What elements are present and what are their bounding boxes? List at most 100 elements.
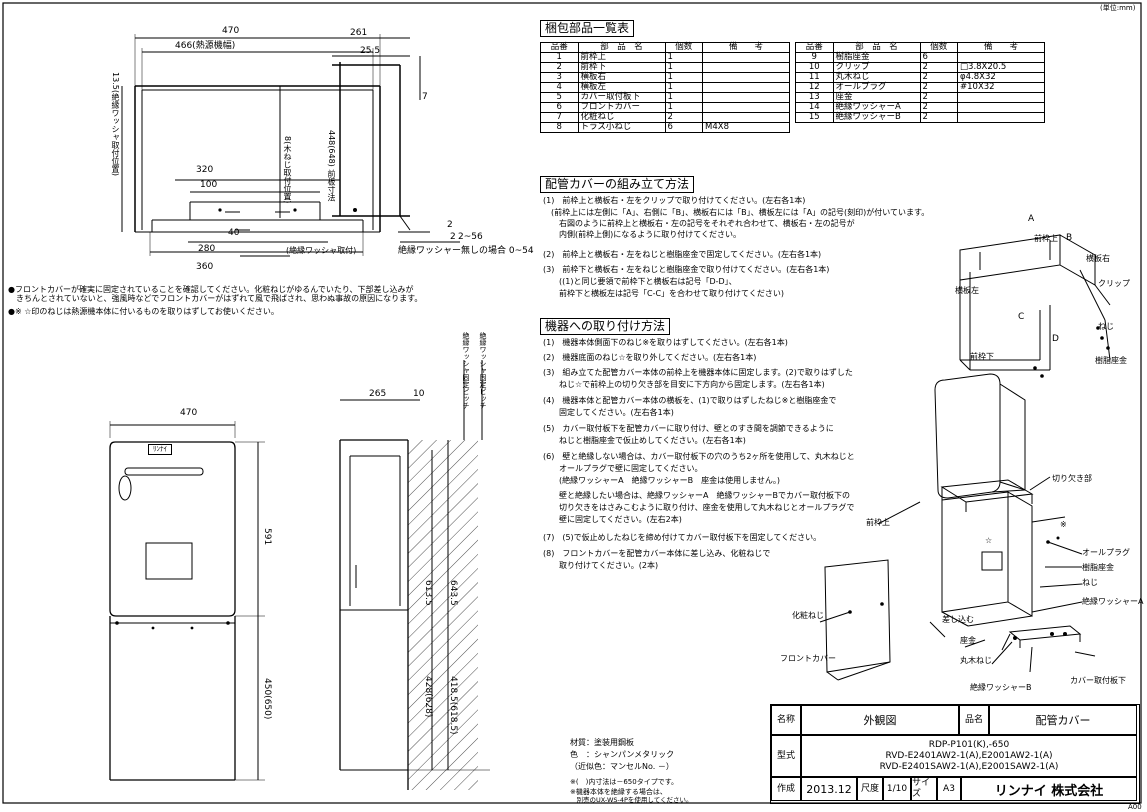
- install-diagram: [819, 373, 1096, 681]
- unit-note: (単位:mm): [1100, 4, 1136, 12]
- title-block: 名称 外観図 品名 配管カバー 型式 RDP-P101(K),-650 RVD-…: [770, 704, 1140, 804]
- side-view-drawing: [339, 360, 490, 790]
- assembly-line-1: (1) 前枠上と横板右・左をクリップで取り付けてください。(左右各1本): [543, 196, 806, 205]
- label-yokoita-hidari: 横板左: [955, 286, 979, 295]
- install-title: 機器への取り付け方法: [540, 318, 671, 335]
- col-qty: 個数: [664, 42, 703, 53]
- dim-2b: 2: [450, 232, 456, 242]
- material-line-6: ※機器本体を絶縁する場合は、: [570, 788, 667, 796]
- label-C: C: [1018, 312, 1025, 322]
- label-cover-plate: カバー取付板下: [1070, 676, 1126, 685]
- brand-badge: ﾘﾝﾅｲ: [148, 444, 172, 455]
- label-front-cover: フロントカバー: [780, 654, 836, 663]
- dim-25-5: 25.5: [360, 46, 381, 56]
- col-note: 備 考: [957, 42, 1045, 53]
- assembly-line-5: (2) 前枠上と横板右・左をねじと樹脂座金で固定してください。(左右各1本): [543, 250, 822, 259]
- col-no: 品番: [795, 42, 834, 53]
- label-sashikomu: 差し込む: [942, 615, 974, 624]
- label-maruki: 丸木ねじ: [960, 656, 992, 665]
- label-neji-inst: ねじ: [1082, 578, 1098, 587]
- label-maewaku-shita: 前枠下: [970, 352, 994, 361]
- install-line-10: オールプラグで壁に固定してください。: [543, 464, 703, 473]
- size-value: A3: [937, 777, 961, 801]
- dim-265: 265: [369, 389, 387, 399]
- front-view-drawing: [109, 421, 265, 781]
- material-line-1: 材質：塗装用鋼板: [570, 738, 634, 747]
- name-value: 外観図: [801, 705, 959, 735]
- material-line-7: 別売のUX-WS-4Pを使用してください。: [570, 796, 693, 804]
- name-label: 名称: [771, 705, 801, 735]
- material-line-5: ※( )内寸法は－650タイプです。: [570, 778, 678, 786]
- dim-320: 320: [196, 165, 214, 175]
- parts-table-title: 梱包部品一覧表: [540, 20, 635, 37]
- install-line-5: (4) 機器本体と配管カバー本体の横板を、(1)で取りはずしたねじ※と樹脂座金で: [543, 396, 837, 405]
- dim-100: 100: [200, 180, 218, 190]
- col-name: 部 品 名: [832, 42, 921, 53]
- install-line-8: ねじと樹脂座金で仮止めしてください。(左右各1本): [543, 436, 746, 445]
- col-no: 品番: [540, 42, 579, 53]
- no-washer-note: 絶縁ワッシャー無しの場合 0~54: [398, 246, 534, 256]
- model-line-3: RVD-E2401SAW2-1(A),E2001SAW2-1(A): [879, 761, 1059, 772]
- dim-448: 448(648) 前板寸法: [327, 130, 336, 202]
- col-qty: 個数: [919, 42, 958, 53]
- note-line-1: ●フロントカバーが確実に固定されていることを確認してください。化粧ねじがゆるんで…: [8, 285, 414, 294]
- label-maewaku-ue-inst: 前枠上: [866, 518, 890, 527]
- install-line-16: (8) フロントカバーを配管カバー本体に差し込み、化粧ねじで: [543, 549, 771, 558]
- label-star: ☆: [985, 536, 993, 545]
- label-washer-b: 絶縁ワッシャーB: [970, 683, 1032, 692]
- dim-2a: 2: [447, 220, 453, 230]
- dim-10: 10: [413, 389, 425, 399]
- label-clip: クリップ: [1098, 279, 1130, 288]
- label-kome: ※: [1060, 520, 1067, 529]
- install-line-9: (6) 壁と絶縁しない場合は、カバー取付板下の穴のうち2ヶ所を使用して、丸木ねじ…: [543, 452, 855, 461]
- label-zagane: 座金: [960, 636, 976, 645]
- dim-261: 261: [350, 28, 368, 38]
- dim-470-top: 470: [222, 26, 240, 36]
- dim-40: 40: [228, 228, 240, 238]
- made-label: 作成: [771, 777, 801, 801]
- dim-591: 591: [262, 528, 272, 546]
- corner-code: A00: [1128, 803, 1142, 811]
- label-allplug: オールプラグ: [1082, 548, 1130, 557]
- label-jushi-asm: 樹脂座金: [1095, 356, 1127, 365]
- model-line-2: RVD-E2401AW2-1(A),E2001AW2-1(A): [885, 750, 1053, 761]
- label-jushi-inst: 樹脂座金: [1082, 563, 1114, 572]
- note-line-2: きちんとされていないと、強風時などでフロントカバーがはずれて風で飛ばされ、思わぬ…: [8, 294, 423, 303]
- company-name: リンナイ 株式会社: [961, 777, 1137, 801]
- label-washer-a: 絶縁ワッシャーA: [1082, 597, 1144, 606]
- material-line-3: （近似色：マンセルNo. －）: [570, 762, 674, 771]
- assembly-diagram: [959, 234, 1111, 378]
- label-A-top: A: [1028, 214, 1035, 224]
- washer-pitch-label-1: 絶縁ワッシャ固定ピッチ: [462, 332, 470, 409]
- assembly-title: 配管カバーの組み立て方法: [540, 176, 695, 193]
- note-line-3: ●※ ☆印のねじは熱源機本体に付いるものを取りはずしてお使いください。: [8, 307, 279, 316]
- dim-2-56: 2~56: [458, 232, 483, 242]
- assembly-line-3: 右図のように前枠上と横板右・左の記号をそれぞれ合わせて、横板右・左の記号が: [543, 219, 855, 228]
- install-line-11: (絶縁ワッシャーA 絶縁ワッシャーB 座金は使用しません。): [543, 476, 780, 485]
- label-yokoita-migi: 横板右: [1086, 254, 1110, 263]
- col-note: 備 考: [702, 42, 790, 53]
- dim-280: 280: [198, 244, 216, 254]
- size-label: サイズ: [911, 777, 937, 801]
- assembly-line-4: 内側(前枠上側)になるように取り付けてください。: [543, 230, 741, 239]
- install-line-13: 切り欠きをはさみこむように取り付け、座金を使用して丸木ねじとオールプラグで: [543, 503, 855, 512]
- install-line-15: (7) (5)で仮止めしたねじを締め付けてカバー取付板下を固定してください。: [543, 533, 822, 542]
- made-value: 2013.12: [801, 777, 857, 801]
- dim-450: 450(650): [262, 678, 272, 720]
- label-maewaku-ue-asm: 前枠上: [1034, 234, 1058, 243]
- col-name: 部 品 名: [577, 42, 666, 53]
- install-line-6: 固定してください。(左右各1本): [543, 408, 674, 417]
